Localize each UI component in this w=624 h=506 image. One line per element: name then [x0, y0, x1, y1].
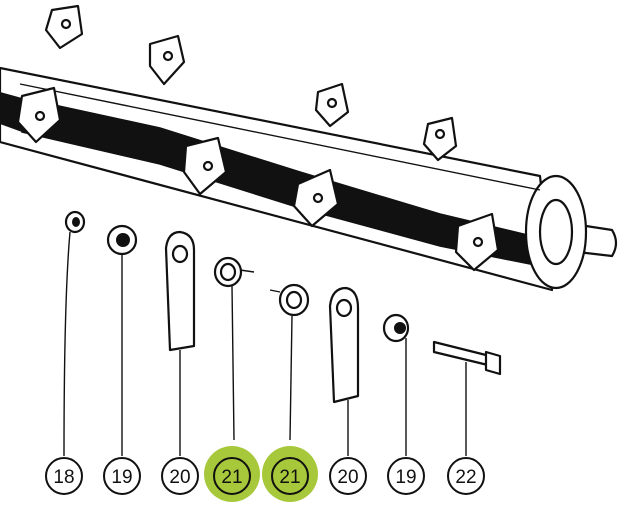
callout-number: 21: [221, 467, 242, 488]
callout-number: 21: [279, 467, 300, 488]
callout-circle: [161, 457, 199, 495]
callout-labels: 18 19 20 21 21 20 19 22: [45, 446, 485, 502]
callout-number: 22: [455, 467, 476, 488]
part-18-nut: [63, 210, 86, 457]
part-20-knife-right: [328, 286, 360, 456]
callout-part-22: 22: [447, 457, 485, 495]
part-21-washer-right: [269, 283, 310, 441]
callout-circle: [387, 457, 425, 495]
callout-circle: [329, 457, 367, 495]
callout-circle: [447, 457, 485, 495]
callout-part-19a: 19: [103, 457, 141, 495]
callout-circle: [213, 457, 251, 495]
callout-part-21b: 21: [262, 446, 318, 502]
callout-number: 20: [169, 467, 190, 488]
rotor-shaft: [0, 66, 618, 292]
part-19-washer-right: [382, 313, 410, 456]
callout-part-20a: 20: [161, 457, 199, 495]
flail-lugs: [16, 4, 500, 272]
callout-number: 20: [337, 467, 358, 488]
callout-number: 19: [395, 467, 416, 488]
callout-number: 18: [53, 467, 74, 488]
callout-circle: [103, 457, 141, 495]
part-19-washer-left: [106, 224, 138, 456]
callout-part-20b: 20: [329, 457, 367, 495]
part-21-washer-left: [213, 256, 255, 441]
part-22-bolt: [432, 340, 502, 456]
callout-circle: [271, 457, 309, 495]
callout-part-18: 18: [45, 457, 83, 495]
callout-circle: [45, 457, 83, 495]
part-20-knife-left: [164, 230, 196, 456]
callout-part-19b: 19: [387, 457, 425, 495]
callout-number: 19: [111, 467, 132, 488]
callout-part-21a: 21: [204, 446, 260, 502]
